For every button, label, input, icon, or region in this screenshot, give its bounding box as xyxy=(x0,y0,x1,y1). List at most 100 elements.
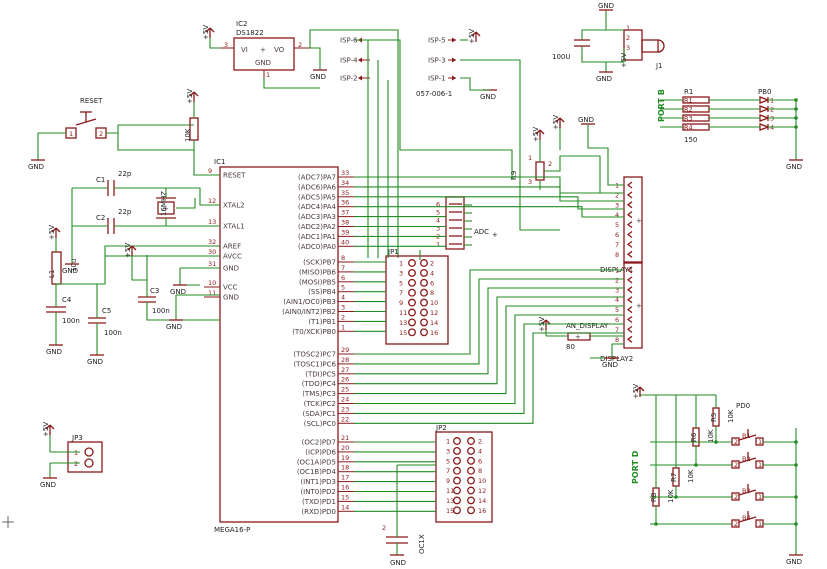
jp2-pad-left xyxy=(453,506,461,515)
btn-ref: B4 xyxy=(742,514,751,522)
led-triangle xyxy=(759,114,770,122)
jp2-pad-right xyxy=(467,437,475,445)
jp2-ref: JP2 xyxy=(435,424,447,432)
l1-ref: L1 xyxy=(48,270,56,278)
mcu-right-pin-name: (TXD)PD1 xyxy=(302,498,336,506)
gnd-label: GND xyxy=(46,348,62,356)
jp2-pin-right: 10 xyxy=(478,477,486,485)
jp2-pin-right: 6 xyxy=(478,457,482,465)
junction-dot xyxy=(654,522,658,526)
pd-res-value: 10K xyxy=(667,489,675,503)
mcu-right-pin-name: (SS)PB4 xyxy=(308,288,336,296)
adc-label: ADC xyxy=(474,228,489,236)
mcu-left-pin-num: 31 xyxy=(208,260,216,268)
r9-trimmer: R9 1 2 3 xyxy=(510,124,624,194)
reset-pin-b: 2 xyxy=(99,130,103,138)
isp-right-label: ISP-5 xyxy=(428,37,446,45)
display1-pin-mark xyxy=(626,191,633,199)
reset-switch: RESET 1 2 xyxy=(37,97,220,176)
jp1-body xyxy=(385,255,449,345)
pd-res-ref: R7 xyxy=(670,473,678,482)
portd-label: PORT D xyxy=(631,450,640,484)
mcu-right-pin-name: (TDO)PC4 xyxy=(302,380,337,388)
wire xyxy=(354,176,624,194)
isp-left-label: ISP-4 xyxy=(340,57,358,65)
mcu-right-pin-num: 7 xyxy=(341,264,345,272)
vcc-arrow-right xyxy=(209,27,215,33)
vcc-label: +5V xyxy=(124,243,132,258)
mcu-right-pin-num: 28 xyxy=(341,356,349,364)
mcu-right-pin-name: (AIN0/INT2)PB2 xyxy=(282,308,336,316)
gnd-label: GND xyxy=(578,116,594,124)
mcu-right-pin-name: (MOSI)PB5 xyxy=(299,278,336,286)
display1-pin: 7 xyxy=(615,241,619,249)
wire xyxy=(355,39,513,180)
vcc-arrow-right xyxy=(49,424,55,430)
jp1-pin-right: 16 xyxy=(430,329,438,337)
jp2-pin-left: 7 xyxy=(446,467,450,475)
mcu-left-pin-num: 30 xyxy=(208,248,216,256)
btn-lever xyxy=(738,489,757,496)
oc1x-label: OC1X xyxy=(418,534,426,554)
portb-ref: PB0 xyxy=(758,88,771,96)
gnd-label: GND xyxy=(786,163,802,171)
junction-dot xyxy=(714,440,718,444)
r1-pin-label: R4 xyxy=(684,123,693,131)
gnd-label: GND xyxy=(87,358,103,366)
oc1x-cap: OC1X 2 xyxy=(382,465,426,555)
adc-pin-num: 6 xyxy=(436,201,440,209)
mcu-right-pin-name: (AIN1/OC0)PB3 xyxy=(283,298,336,306)
btn-ref: B2 xyxy=(742,455,751,463)
mcu-left-pin-num: 32 xyxy=(208,238,216,246)
mcu-right-pin-num: 19 xyxy=(341,454,349,462)
vcc-arrow-left xyxy=(45,424,51,430)
jp2-pin-left: 9 xyxy=(446,477,450,485)
mcu-right-pin-name: (SCK)PB7 xyxy=(303,259,336,267)
jp1-pad-right xyxy=(420,288,428,297)
btn-pin-b: 1 xyxy=(758,520,762,528)
vcc-arrow-left xyxy=(51,227,57,233)
jp1-pin-left: 7 xyxy=(399,289,403,297)
power-symbols: GNDGNDGNDGNDGNDGNDGNDGNDGNDGNDGNDGNDGNDG… xyxy=(28,2,803,567)
mcu-right-pin-num: 36 xyxy=(341,199,349,207)
vcc-label: +5V xyxy=(468,29,476,44)
gnd-label: GND xyxy=(310,73,326,81)
pd-res-value: 10K xyxy=(707,429,715,443)
mcu-left-pin-name: GND xyxy=(223,294,239,302)
crystal-section: + 16MHZ C1 22p C2 22p xyxy=(71,170,220,264)
mcu-right-pins: 33(ADC7)PA734(ADC6)PA635(ADC5)PA536(ADC4… xyxy=(282,169,354,516)
display1-pin-mark xyxy=(626,221,633,229)
display2-ref: DISPLAY2 xyxy=(600,355,633,363)
jp1-pin-right: 10 xyxy=(430,299,438,307)
display2-pin: 6 xyxy=(615,316,619,324)
pd-res-value: 10K xyxy=(687,469,695,483)
vcc-arrow-left xyxy=(471,31,477,37)
c2-value: 22p xyxy=(118,208,132,216)
mcu-right-pin-num: 35 xyxy=(341,189,349,197)
r1-value: 150 xyxy=(684,136,697,144)
mcu-right-pin-name: (ADC4)PA4 xyxy=(298,203,337,211)
isp-left-arrow xyxy=(358,57,362,63)
jp2-pin-left: 1 xyxy=(446,438,450,446)
ic2-pin-vi: 3 xyxy=(224,41,228,49)
mcu-right-pin-num: 3 xyxy=(341,304,345,312)
mcu-right-pin-num: 8 xyxy=(341,254,345,262)
gnd-label: GND xyxy=(166,323,182,331)
ic2-vi: VI xyxy=(241,46,248,54)
jp2-pin-right: 4 xyxy=(478,447,482,455)
wire xyxy=(354,323,624,414)
jp1-pin-right: 6 xyxy=(430,279,434,287)
jp1-pad-right xyxy=(420,308,428,317)
pd-res-ref: R6 xyxy=(690,432,698,442)
display2-pin-mark xyxy=(626,266,633,274)
mcu-left-pin-num: 13 xyxy=(208,218,216,226)
jack-pin-2: 2 xyxy=(626,34,630,42)
led-triangle xyxy=(759,105,770,113)
jp1-pin-right: 4 xyxy=(430,269,434,277)
jp3-header: JP3 1 2 xyxy=(49,432,103,478)
wire xyxy=(587,124,624,186)
display2-pin-mark xyxy=(626,325,633,333)
jp2-pad-right xyxy=(467,506,475,515)
